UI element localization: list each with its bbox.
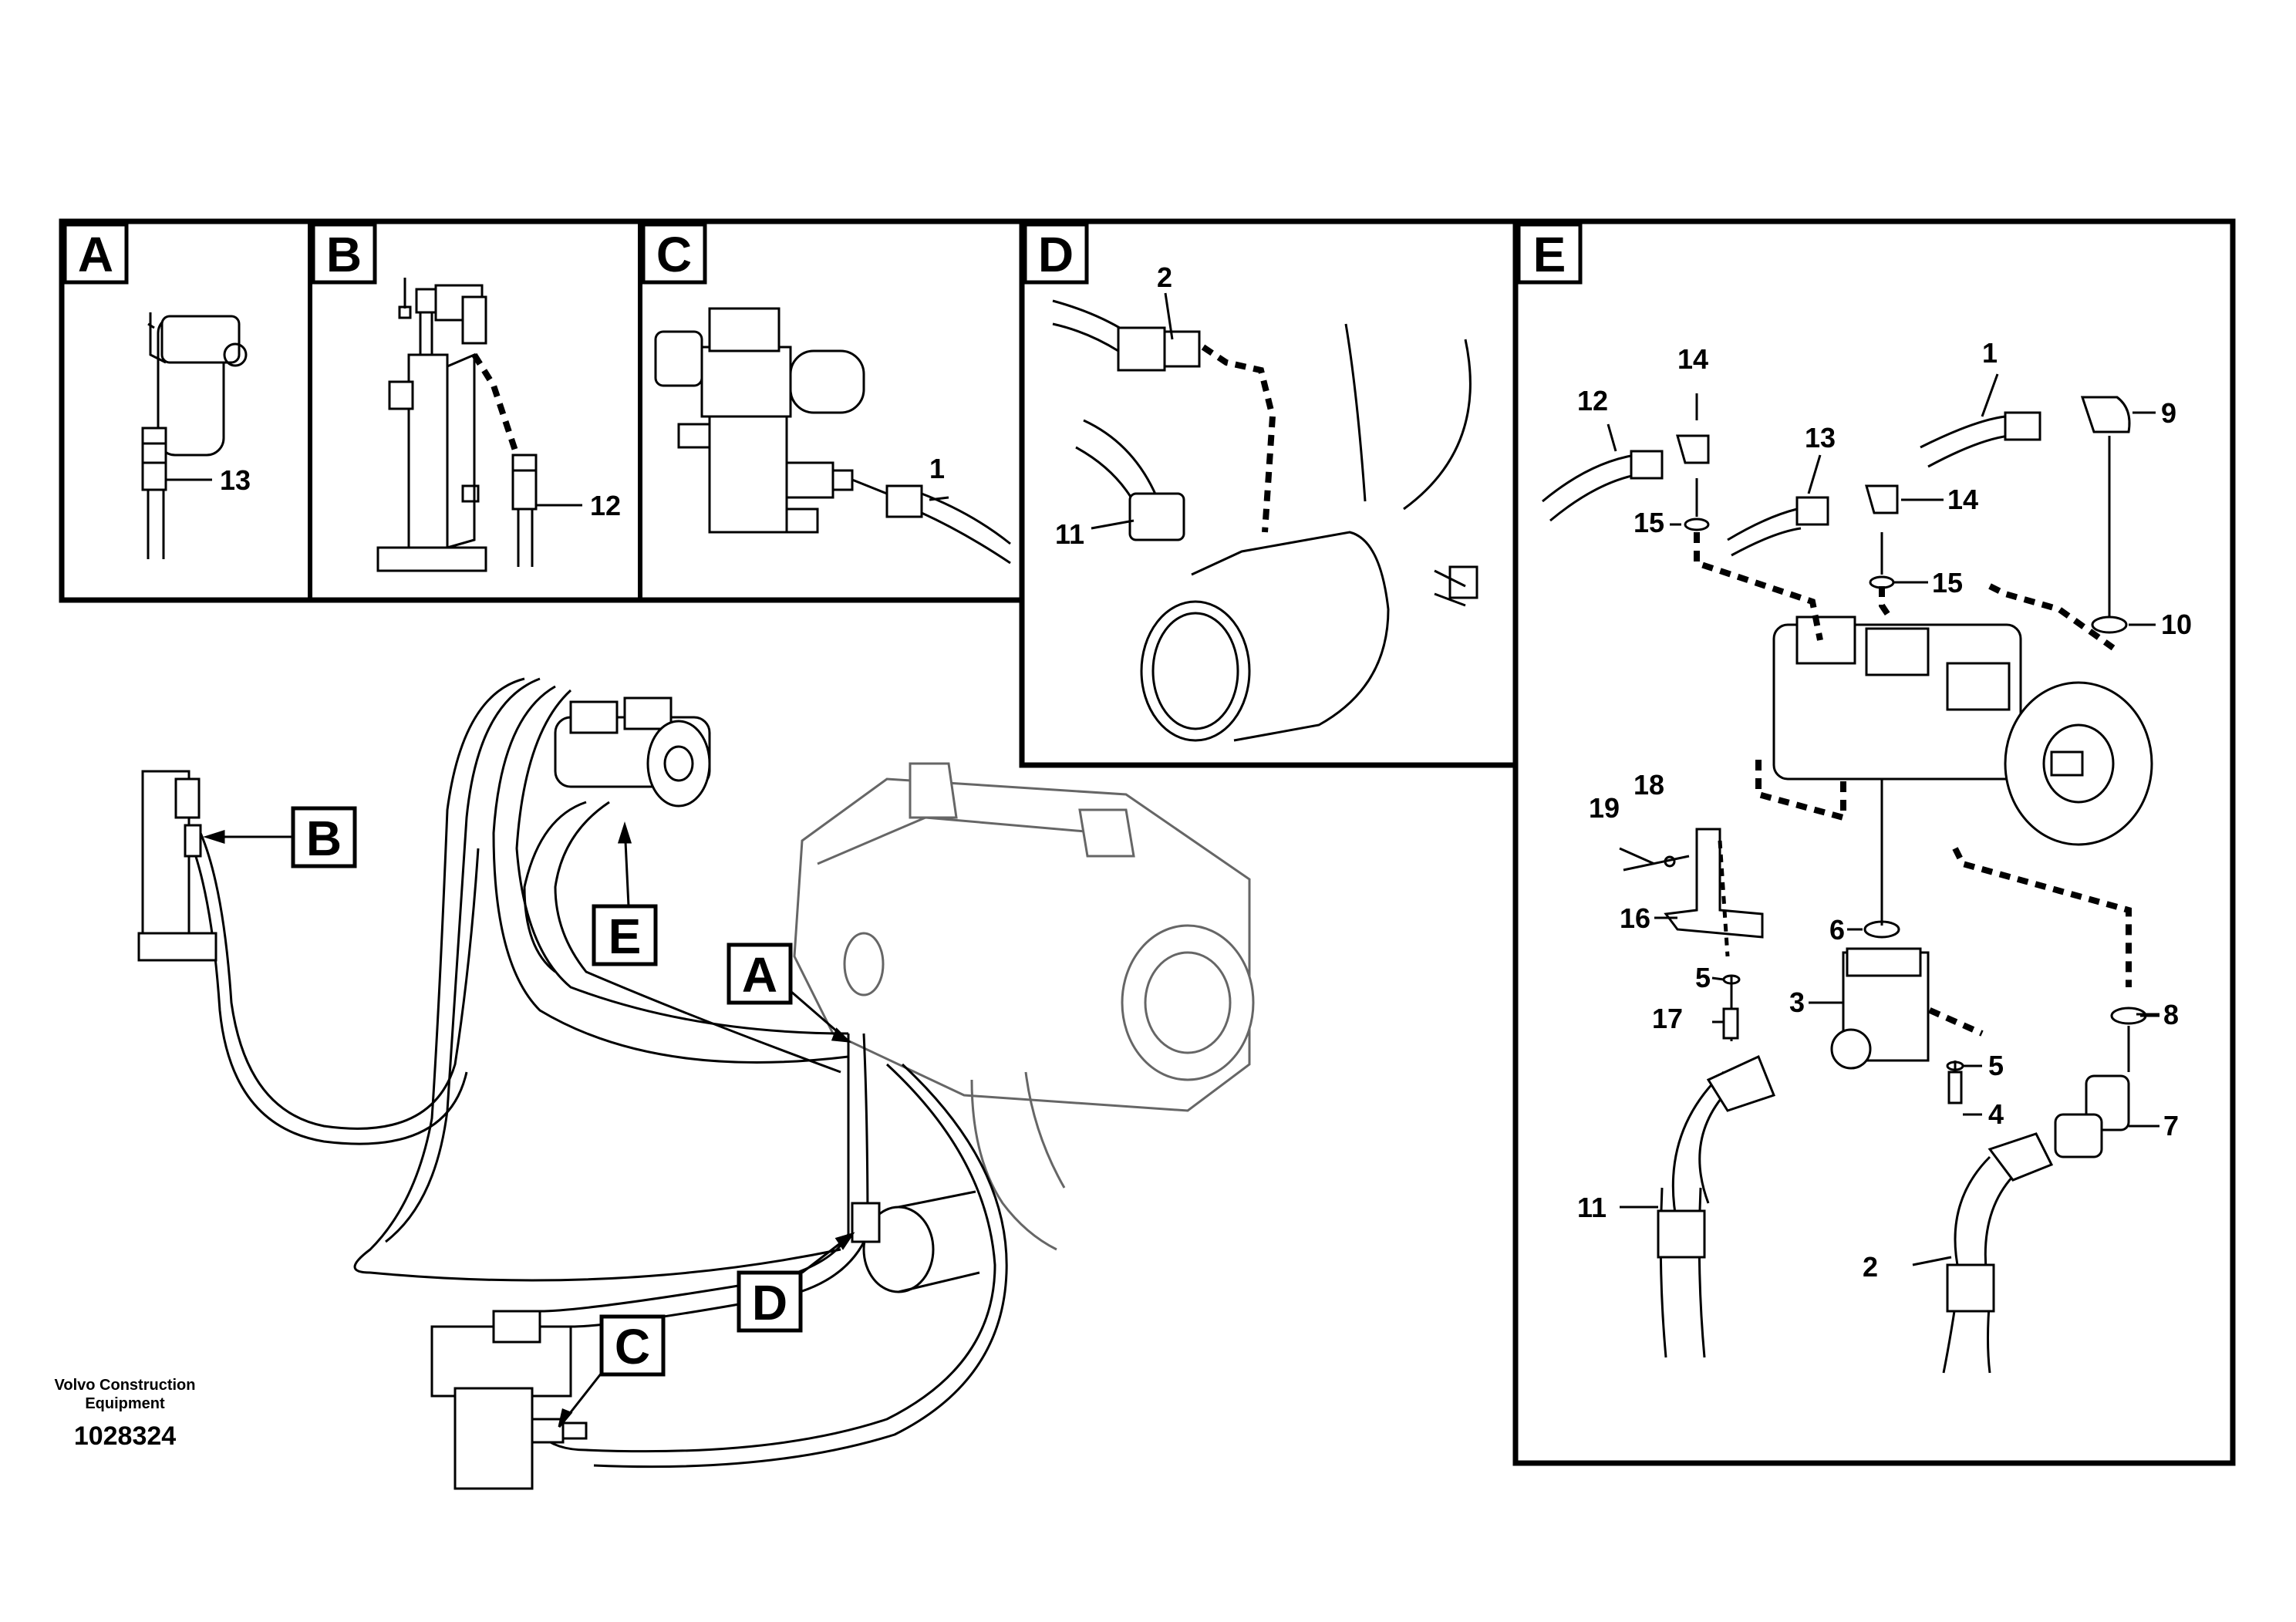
company-name-line1: Volvo Construction	[55, 1377, 196, 1394]
callout-e-1: 1	[1982, 337, 1998, 369]
svg-text:E: E	[609, 909, 642, 964]
callout-e-3: 3	[1789, 986, 1805, 1018]
callout-e-12: 12	[1577, 385, 1608, 416]
svg-text:D: D	[752, 1275, 787, 1330]
suction-pipe-drawing	[1052, 292, 1478, 742]
panel-letter-d: D	[1023, 222, 1089, 285]
panel-letter-b: B	[311, 222, 377, 285]
callout-e-7: 7	[2163, 1110, 2179, 1141]
svg-text:B: B	[306, 811, 342, 866]
panel-letter-e: E	[1516, 222, 1583, 285]
callout-e-19: 19	[1589, 792, 1620, 824]
callout-e-8: 8	[2163, 999, 2179, 1030]
callout-e-6: 6	[1829, 914, 1845, 946]
callout-e-4: 4	[1988, 1098, 2004, 1130]
callout-e-9: 9	[2161, 397, 2176, 429]
flag-e: E	[592, 904, 658, 966]
callout-d-11: 11	[1055, 518, 1084, 550]
flag-b: B	[291, 806, 357, 868]
detail-panel-e	[1512, 218, 2236, 1466]
flag-a: A	[727, 943, 793, 1005]
callout-d-2: 2	[1157, 261, 1172, 293]
svg-text:B: B	[326, 227, 362, 282]
svg-text:C: C	[656, 227, 692, 282]
solenoid-valve-drawing	[654, 307, 1011, 565]
callout-e-5b: 5	[1988, 1050, 2004, 1081]
callout-e-15a: 15	[1633, 507, 1664, 538]
callout-e-16: 16	[1620, 902, 1650, 934]
callout-e-13: 13	[1805, 422, 1836, 454]
part-number: 1028324	[74, 1421, 176, 1451]
svg-text:C: C	[615, 1319, 650, 1374]
svg-text:D: D	[1038, 227, 1074, 282]
overview-assembly	[137, 677, 1255, 1490]
panel-letter-c: C	[641, 222, 707, 285]
filter-drawing	[141, 312, 248, 559]
callout-e-18: 18	[1633, 769, 1664, 801]
callout-a-13: 13	[220, 464, 251, 496]
svg-text:A: A	[742, 947, 777, 1003]
panel-letter-a: A	[62, 222, 129, 285]
callout-e-11: 11	[1577, 1192, 1607, 1223]
sensor-bracket-drawing	[376, 278, 582, 572]
flag-d: D	[737, 1270, 803, 1333]
callout-c-1: 1	[929, 453, 945, 484]
callout-b-12: 12	[590, 490, 621, 521]
flag-c: C	[599, 1314, 666, 1377]
callout-e-17: 17	[1652, 1003, 1683, 1034]
callout-e-14a: 14	[1677, 343, 1708, 375]
callout-e-5a: 5	[1695, 962, 1711, 993]
svg-text:E: E	[1533, 227, 1566, 282]
callout-e-10: 10	[2161, 609, 2192, 640]
callout-e-14b: 14	[1947, 484, 1978, 515]
callout-e-2: 2	[1863, 1251, 1878, 1283]
gear-pump-exploded-drawing	[1542, 373, 2159, 1374]
callout-e-15b: 15	[1932, 567, 1963, 599]
company-name-line2: Equipment	[85, 1395, 165, 1412]
svg-text:A: A	[78, 227, 113, 282]
